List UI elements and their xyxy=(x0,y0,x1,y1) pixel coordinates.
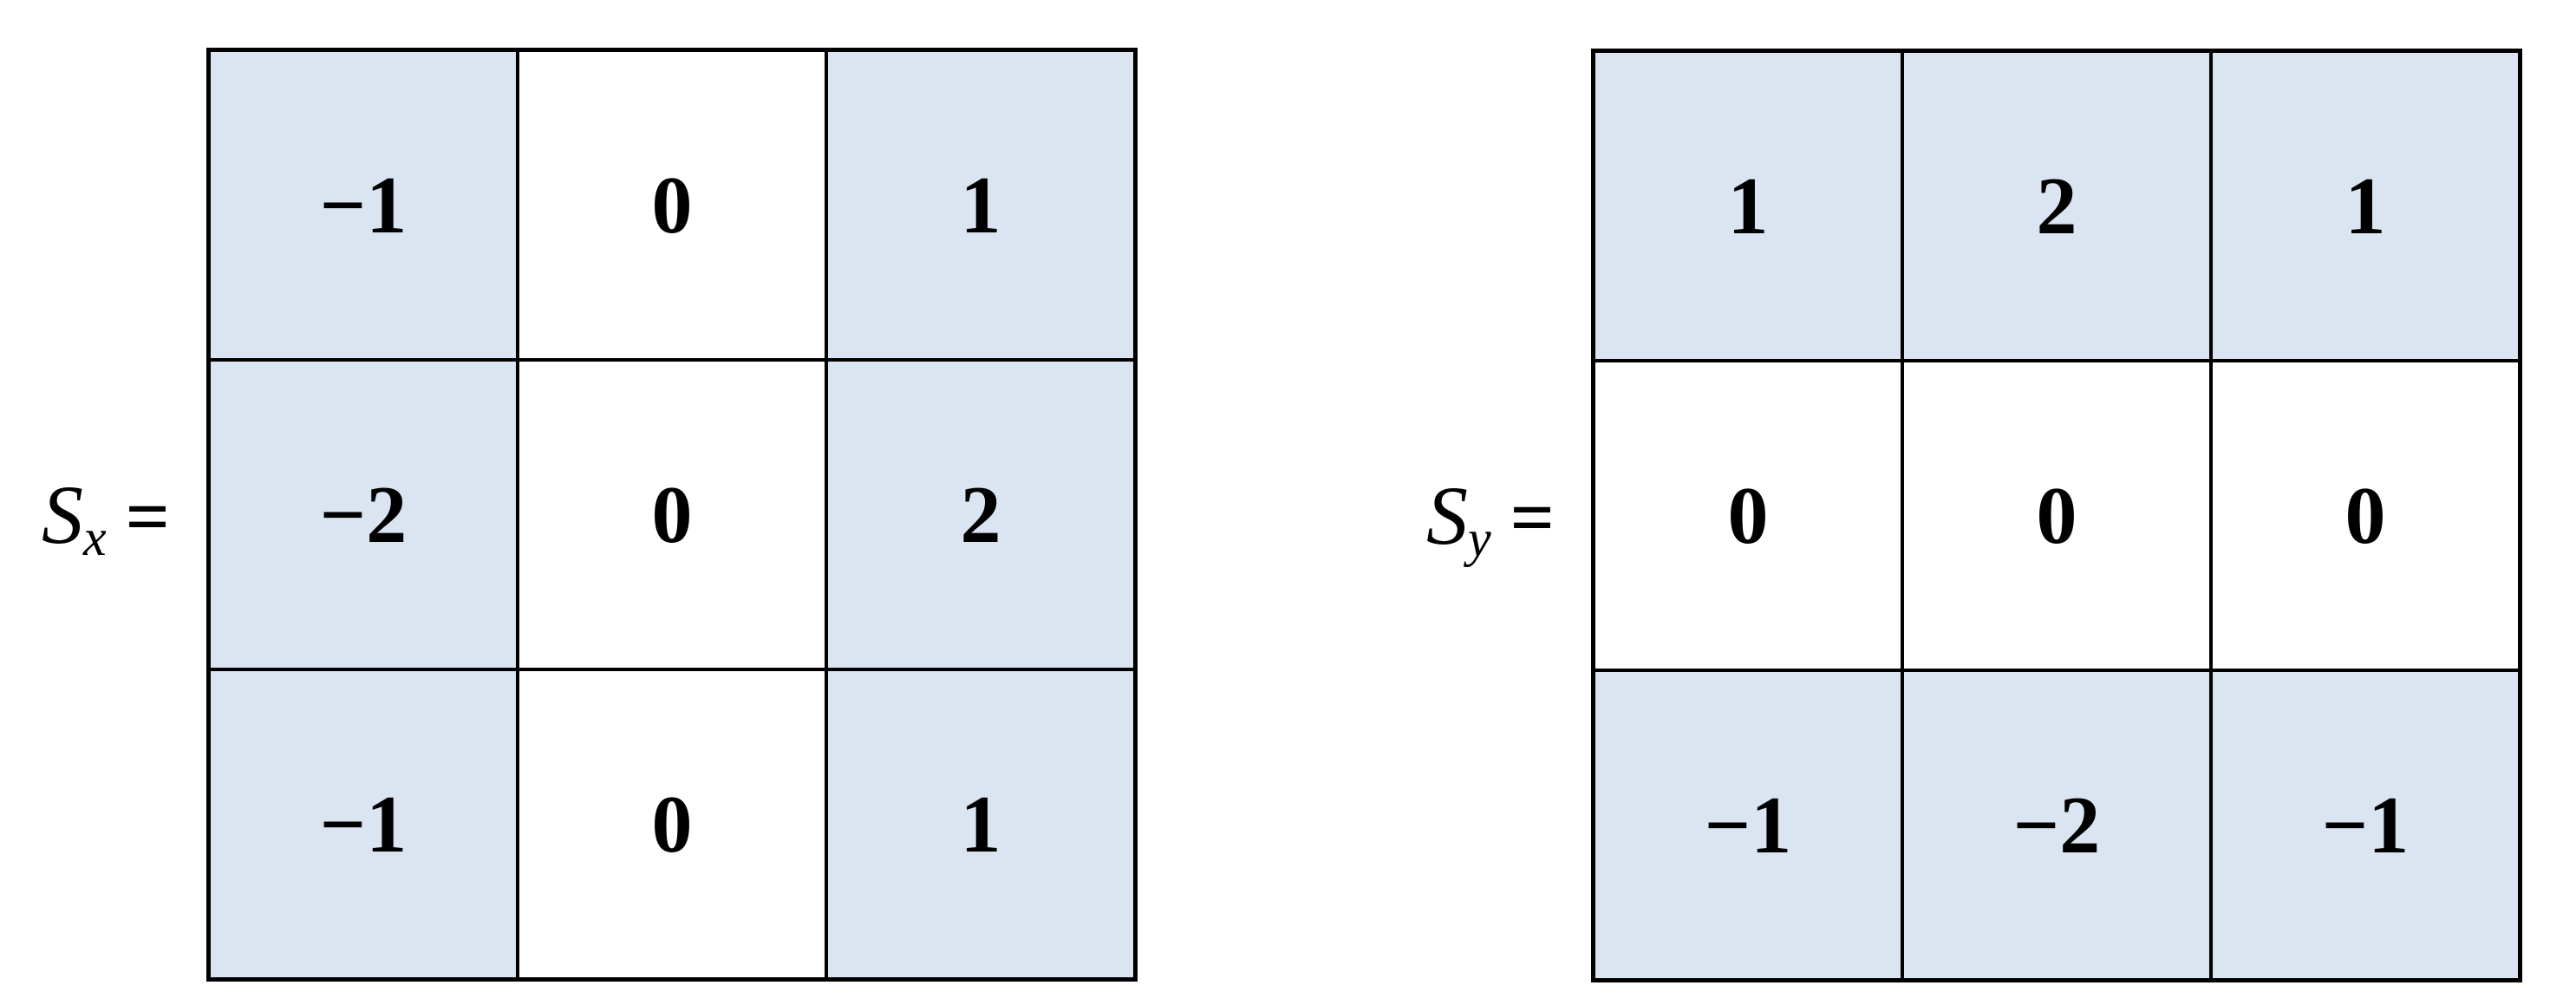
matrix-row: −1 0 1 xyxy=(206,48,1138,362)
label-base: S xyxy=(1426,468,1468,562)
label-subscript: y xyxy=(1468,509,1491,567)
equals-sign: = xyxy=(125,473,170,560)
matrix-cell: 0 xyxy=(2208,359,2522,672)
matrix-cell: 2 xyxy=(824,358,1138,671)
matrix-cell: 0 xyxy=(1591,359,1904,672)
matrix-cell: −2 xyxy=(1900,669,2213,982)
matrix-row: 1 2 1 xyxy=(1591,49,2522,362)
matrix-cell: 1 xyxy=(824,48,1138,362)
matrix-row: −1 −2 −1 xyxy=(1591,669,2522,982)
label-base: S xyxy=(42,467,83,561)
matrix-cell: 0 xyxy=(515,48,828,362)
matrix-cell: 0 xyxy=(515,668,828,982)
matrix-row: −1 0 1 xyxy=(206,668,1138,982)
sobel-y-group: Sy = 1 2 1 0 0 0 −1 −2 −1 xyxy=(1426,49,2522,982)
matrix-cell: −1 xyxy=(2208,669,2522,982)
sobel-y-label: Sy= xyxy=(1426,473,1555,564)
matrix-row: 0 0 0 xyxy=(1591,359,2522,672)
matrix-cell: 1 xyxy=(824,668,1138,982)
matrix-cell: 1 xyxy=(1591,49,1904,362)
matrix-cell: 1 xyxy=(2208,49,2522,362)
sobel-x-matrix: −1 0 1 −2 0 2 −1 0 1 xyxy=(205,48,1138,982)
equals-sign: = xyxy=(1510,474,1555,561)
sobel-y-matrix: 1 2 1 0 0 0 −1 −2 −1 xyxy=(1590,49,2522,982)
matrix-cell: −1 xyxy=(206,48,519,362)
matrix-cell: 0 xyxy=(1900,359,2213,672)
matrix-row: −2 0 2 xyxy=(206,358,1138,671)
matrix-cell: 0 xyxy=(515,358,828,671)
matrix-cell: 2 xyxy=(1900,49,2213,362)
matrix-cell: −2 xyxy=(206,358,519,671)
sobel-x-group: Sx = −1 0 1 −2 0 2 −1 0 1 xyxy=(42,48,1138,982)
matrix-cell: −1 xyxy=(206,668,519,982)
sobel-x-label: Sx= xyxy=(42,473,170,564)
label-subscript: x xyxy=(83,508,107,566)
matrix-cell: −1 xyxy=(1591,669,1904,982)
